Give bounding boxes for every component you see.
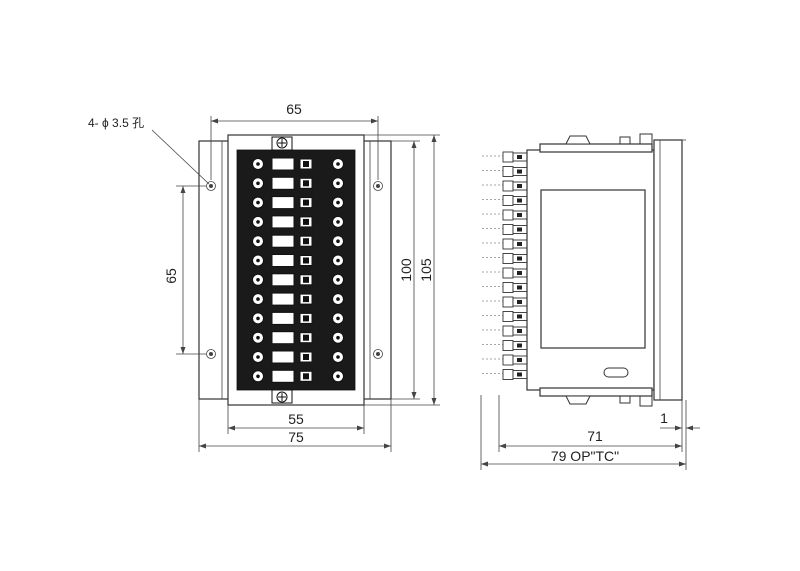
terminal-row xyxy=(252,215,344,229)
rear-terminal xyxy=(482,166,528,177)
rear-terminal xyxy=(482,209,528,221)
rear-terminal xyxy=(482,180,528,192)
mount-hole-note: 4- ϕ 3.5 孔 xyxy=(88,116,144,130)
terminal-row xyxy=(252,292,344,306)
terminal-rows xyxy=(252,157,344,383)
rear-terminal-strip xyxy=(482,151,528,380)
rear-terminal xyxy=(482,369,528,380)
terminal-row xyxy=(252,196,344,210)
terminal-block xyxy=(236,149,356,391)
svg-text:100: 100 xyxy=(398,258,414,282)
dimension-right: 100 105 xyxy=(364,134,440,406)
side-indicator xyxy=(603,367,629,378)
rear-terminal xyxy=(482,340,528,351)
bottom-clip xyxy=(565,395,591,405)
dimension-top: 65 xyxy=(210,101,379,180)
rear-terminal xyxy=(482,267,528,279)
dimension-bottom: 55 75 xyxy=(198,399,392,452)
svg-text:71: 71 xyxy=(587,428,603,444)
svg-text:79 OP"TC": 79 OP"TC" xyxy=(551,448,619,464)
mount-hole-bottom-left xyxy=(206,349,216,359)
hole-note-leader xyxy=(151,129,210,185)
dimension-total: 79 OP"TC" xyxy=(480,395,687,470)
rear-terminal xyxy=(482,325,528,337)
top-clip xyxy=(565,135,591,145)
rear-terminal xyxy=(482,151,528,163)
side-view: 71 1 79 OP"TC" xyxy=(480,133,700,470)
rear-terminal xyxy=(482,238,528,250)
side-label-window xyxy=(540,189,646,349)
svg-text:75: 75 xyxy=(288,429,304,445)
rear-terminal xyxy=(482,282,528,293)
bottom-latch xyxy=(271,389,293,404)
rear-terminal xyxy=(482,195,528,206)
svg-text:1: 1 xyxy=(660,410,668,426)
terminal-row xyxy=(252,254,344,267)
svg-text:105: 105 xyxy=(418,258,434,282)
terminal-row xyxy=(252,273,344,287)
mount-hole-top-left xyxy=(206,181,216,191)
dimension-side-body: 71 xyxy=(498,395,683,452)
dimension-bezel: 1 xyxy=(660,400,700,434)
front-view: 4- ϕ 3.5 孔 65 65 xyxy=(88,101,440,452)
terminal-row xyxy=(252,331,344,345)
terminal-row xyxy=(252,350,344,364)
svg-text:65: 65 xyxy=(286,101,302,117)
mount-hole-bottom-right xyxy=(373,349,383,359)
terminal-row xyxy=(252,311,344,325)
rear-terminal xyxy=(482,224,528,235)
front-bezel xyxy=(653,139,683,401)
top-latch xyxy=(271,136,293,151)
terminal-row xyxy=(252,234,344,248)
rear-terminal xyxy=(482,253,528,264)
svg-text:65: 65 xyxy=(163,268,179,284)
svg-text:55: 55 xyxy=(288,411,304,427)
rear-terminal xyxy=(482,311,528,322)
terminal-row xyxy=(252,157,344,171)
mount-hole-top-right xyxy=(373,181,383,191)
terminal-row xyxy=(252,176,344,190)
rear-terminal xyxy=(482,354,528,366)
terminal-row xyxy=(252,369,344,383)
rear-terminal xyxy=(482,296,528,308)
dimension-left: 65 xyxy=(163,185,206,355)
